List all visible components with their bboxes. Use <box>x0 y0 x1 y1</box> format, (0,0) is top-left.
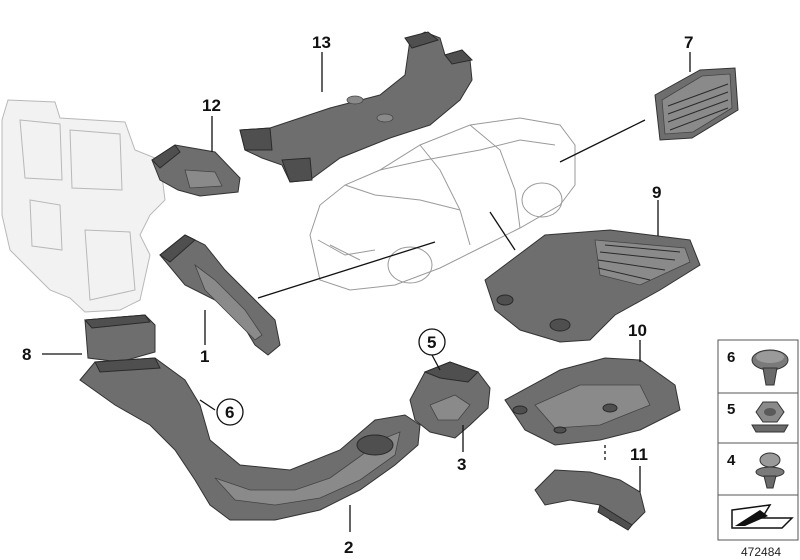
legend-label-6: 6 <box>727 349 735 366</box>
clip-fastener-icon <box>755 452 785 489</box>
callout-11: 11 <box>630 445 648 464</box>
callout-1: 1 <box>200 347 209 366</box>
legend-label-4: 4 <box>727 452 736 469</box>
callout-9: 9 <box>652 183 661 202</box>
duct-part-12 <box>151 144 241 197</box>
duct-part-8 <box>83 314 156 363</box>
callout-12: 12 <box>202 96 221 115</box>
svg-text:5: 5 <box>427 333 436 352</box>
hex-nut-icon <box>751 401 789 433</box>
svg-text:6: 6 <box>225 403 234 422</box>
lower-trim-part-10 <box>504 357 681 446</box>
direction-arrow-icon <box>731 504 794 529</box>
callout-10: 10 <box>628 321 647 340</box>
reference-number: 472484 <box>741 545 781 559</box>
circled-callout-6: 6 <box>216 398 244 426</box>
callout-3: 3 <box>457 455 466 474</box>
callouts: 13 12 7 9 1 8 2 3 10 11 5 6 <box>22 33 693 557</box>
floor-duct-part-2 <box>79 357 421 521</box>
pillar-duct-part-1 <box>159 234 281 356</box>
floor-trim-part-9 <box>484 229 701 343</box>
vehicle-outline <box>309 117 576 291</box>
circled-callout-5: 5 <box>418 328 446 356</box>
fastener-legend: 6 5 4 <box>717 339 799 541</box>
expanding-rivet-icon <box>751 349 789 386</box>
callout-8: 8 <box>22 345 31 364</box>
legend-label-5: 5 <box>727 401 735 418</box>
callout-7: 7 <box>684 33 693 52</box>
legend-cell-5 <box>717 392 799 444</box>
bracket-part-11 <box>534 469 646 531</box>
callout-2: 2 <box>344 538 353 557</box>
leader-lines <box>42 52 691 532</box>
duct-connector-part-3 <box>409 361 491 439</box>
duct-part-13 <box>239 31 474 183</box>
hvac-housing <box>1 99 166 313</box>
callout-13: 13 <box>312 33 331 52</box>
vent-grille-part-7 <box>654 67 739 141</box>
